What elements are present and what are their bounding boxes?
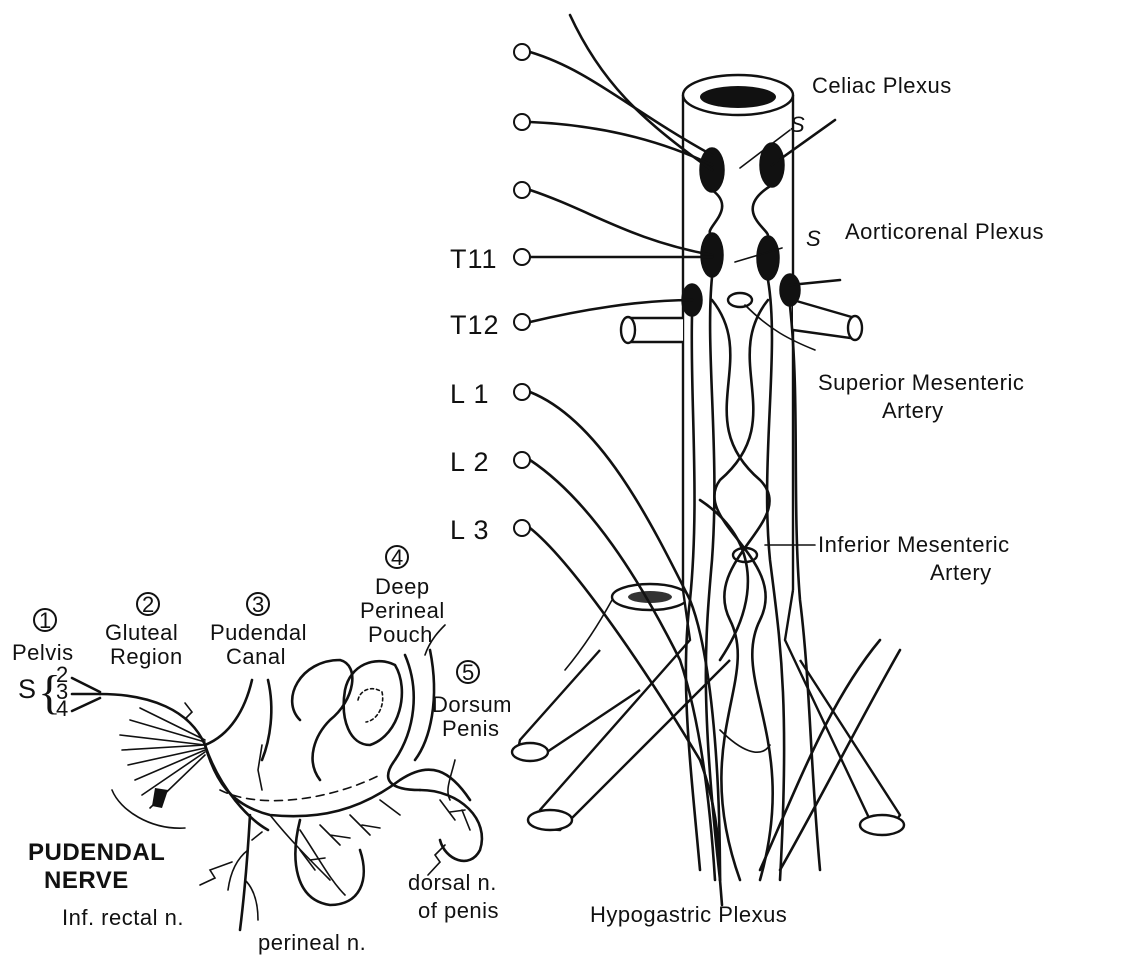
sacral-letter: S bbox=[18, 674, 37, 704]
gluteal-muscle-hatch bbox=[112, 708, 205, 828]
spinal-node-l1 bbox=[514, 384, 530, 400]
step-4-label-line2: Perineal bbox=[360, 598, 445, 623]
right-iliac-opening bbox=[860, 815, 904, 835]
pudendal-title-line1: PUDENDAL bbox=[28, 839, 165, 866]
dorsal-n-label-line2: of penis bbox=[418, 898, 499, 923]
sacral-root-4: 4 bbox=[56, 696, 69, 721]
step-1-number: 1 bbox=[39, 608, 52, 633]
perineal-label: perineal n. bbox=[258, 930, 366, 955]
aorta-group: T11 T12 L 1 L 2 L 3 S S Celiac Plexus Ao… bbox=[450, 15, 1044, 927]
step-3-label-line2: Canal bbox=[226, 644, 286, 669]
step-5-number: 5 bbox=[462, 660, 475, 685]
internal-iliac-opening bbox=[512, 743, 548, 761]
level-label-t11: T11 bbox=[450, 244, 498, 274]
pudendal-branch-lower bbox=[205, 745, 268, 830]
spinal-node-l3 bbox=[514, 520, 530, 536]
sma-stub bbox=[728, 293, 752, 307]
hypogastric-plexus-label: Hypogastric Plexus bbox=[590, 902, 787, 927]
aorticorenal-ganglion-right bbox=[757, 236, 779, 280]
step-4-label-line3: Pouch bbox=[368, 622, 433, 647]
s-mark-celiac: S bbox=[790, 112, 805, 137]
pouch-outline bbox=[292, 660, 352, 780]
ima-label-line1: Inferior Mesenteric bbox=[818, 532, 1010, 557]
pudendal-title-line2: NERVE bbox=[44, 867, 129, 894]
splanchnic-nerve-2 bbox=[530, 122, 712, 165]
spinal-node-1 bbox=[514, 44, 530, 60]
splanchnic-nerve-1 bbox=[530, 52, 712, 155]
pudendal-canal-dashed bbox=[220, 775, 380, 801]
hypogastric-curl bbox=[720, 730, 770, 752]
aorticorenal-plexus-label: Aorticorenal Plexus bbox=[845, 219, 1044, 244]
inf-rectal-label: Inf. rectal n. bbox=[62, 905, 184, 930]
celiac-plexus-label: Celiac Plexus bbox=[812, 73, 952, 98]
step-5-label-line1: Dorsum bbox=[432, 692, 512, 717]
left-renal-opening bbox=[621, 317, 635, 343]
dorsal-n-label-line1: dorsal n. bbox=[408, 870, 497, 895]
step-4-label-line1: Deep bbox=[375, 574, 430, 599]
level-label-l2: L 2 bbox=[450, 447, 490, 477]
canal-pointer bbox=[258, 745, 262, 790]
spinal-node-l2 bbox=[514, 452, 530, 468]
level-label-t12: T12 bbox=[450, 310, 500, 340]
renal-ganglion-right bbox=[780, 274, 800, 306]
step-3-number: 3 bbox=[252, 592, 265, 617]
pouch-stipple bbox=[358, 689, 383, 722]
spinal-node-2 bbox=[514, 114, 530, 130]
scrotum-outline bbox=[295, 820, 363, 905]
penis-outline-tip bbox=[420, 790, 482, 861]
ima-label-line2: Artery bbox=[930, 560, 992, 585]
spinal-node-t12 bbox=[514, 314, 530, 330]
step-5-label-line2: Penis bbox=[442, 716, 500, 741]
inf-rectal-branches bbox=[228, 815, 262, 930]
step-2-label-line1: Gluteal bbox=[105, 620, 178, 645]
gluteal-outline bbox=[205, 680, 252, 745]
step-2-number: 2 bbox=[142, 592, 155, 617]
root-s2 bbox=[72, 678, 100, 692]
right-pelvic-nerve-1 bbox=[780, 650, 900, 870]
step-3-label-line1: Pudendal bbox=[210, 620, 307, 645]
step-4-number: 4 bbox=[391, 545, 404, 570]
deep-pouch-outer-wall bbox=[388, 655, 420, 790]
spinal-node-t11 bbox=[514, 249, 530, 265]
vena-cava-lumen bbox=[628, 591, 672, 603]
left-iliac-opening bbox=[528, 810, 572, 830]
sma-label-line2: Artery bbox=[882, 398, 944, 423]
right-renal-opening bbox=[848, 316, 862, 340]
right-renal-artery bbox=[793, 300, 857, 338]
root-s4 bbox=[72, 698, 100, 711]
level-label-l1: L 1 bbox=[450, 379, 490, 409]
inf-rectal-pointer bbox=[200, 862, 232, 885]
step-2-label-line2: Region bbox=[110, 644, 183, 669]
splanchnic-nerve-3 bbox=[530, 190, 712, 255]
level-label-l3: L 3 bbox=[450, 515, 490, 545]
aorta-lumen bbox=[700, 86, 776, 108]
spinal-node-3 bbox=[514, 182, 530, 198]
deep-pouch-sac bbox=[344, 661, 402, 745]
sma-label-line1: Superior Mesenteric bbox=[818, 370, 1024, 395]
s-mark-aorticorenal: S bbox=[806, 226, 821, 251]
canal-outline-left bbox=[262, 680, 271, 760]
pudendal-group: 1 2 3 4 5 Pelvis Gluteal Region Pudendal… bbox=[12, 545, 512, 955]
